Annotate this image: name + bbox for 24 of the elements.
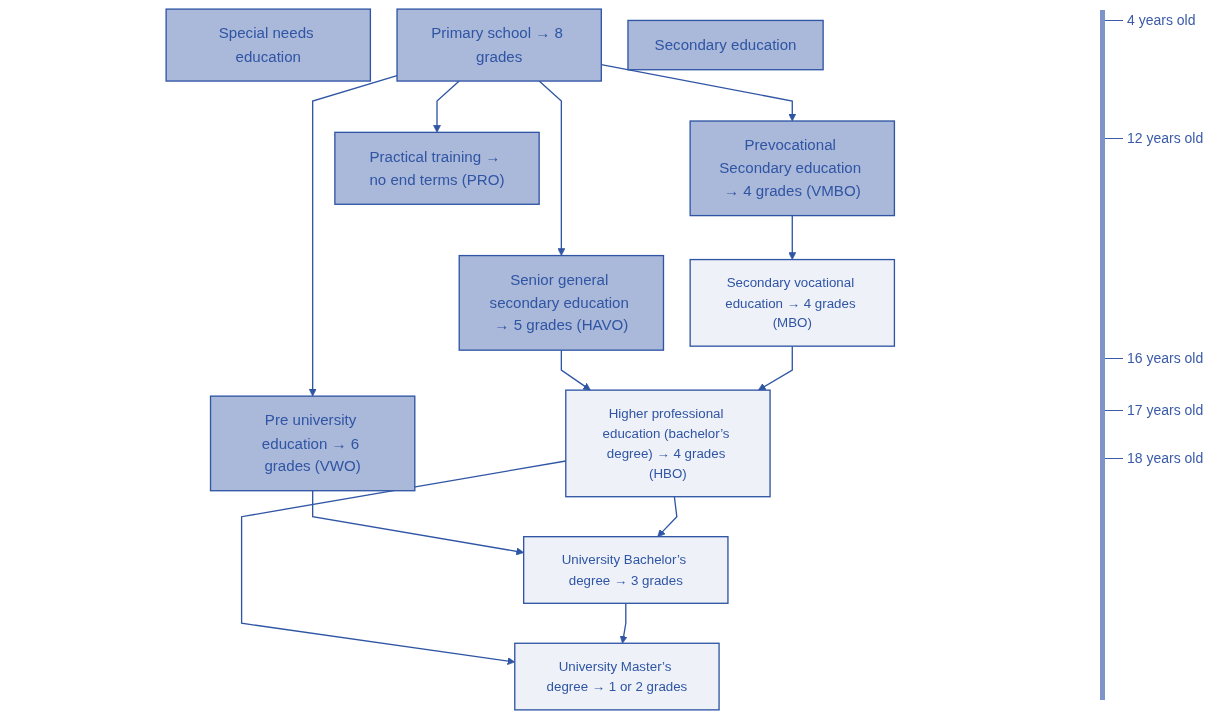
age-label: 18 years old bbox=[1105, 450, 1204, 466]
age-label: 12 years old bbox=[1105, 130, 1204, 146]
arrow bbox=[432, 80, 460, 133]
node-box: University Bachelor’s degree → 3 grades bbox=[522, 536, 729, 604]
age-label: 16 years old bbox=[1105, 350, 1204, 366]
age-label: 17 years old bbox=[1105, 402, 1204, 418]
arrow bbox=[757, 345, 793, 391]
arrow bbox=[657, 496, 678, 538]
node-box: Senior general secondary education → 5 grades (HAVO) bbox=[458, 254, 664, 351]
arrow bbox=[560, 349, 591, 391]
node-box: University Master’s degree → 1 or 2 grades bbox=[513, 642, 720, 711]
arrow bbox=[311, 490, 524, 556]
node-box: Practical training → no end terms (PRO) bbox=[333, 131, 540, 205]
node-box: Higher professional education (bachelor’s degree) → 4 grades (HBO) bbox=[564, 389, 771, 498]
node-box: Secondary education bbox=[627, 19, 824, 71]
age-label: 4 years old bbox=[1105, 12, 1196, 28]
node-box: Primary school → 8 grades bbox=[396, 8, 602, 82]
node-box: Prevocational Secondary education → 4 grades (VMBO) bbox=[689, 120, 895, 217]
arrow bbox=[538, 80, 565, 256]
node-box: Special needs education bbox=[165, 8, 371, 82]
arrow bbox=[788, 214, 796, 260]
node-box: Secondary vocational education → 4 grades (MBO) bbox=[689, 258, 895, 347]
node-box: Pre university education → 6 grades (VWO) bbox=[209, 395, 416, 492]
arrow bbox=[619, 602, 628, 644]
